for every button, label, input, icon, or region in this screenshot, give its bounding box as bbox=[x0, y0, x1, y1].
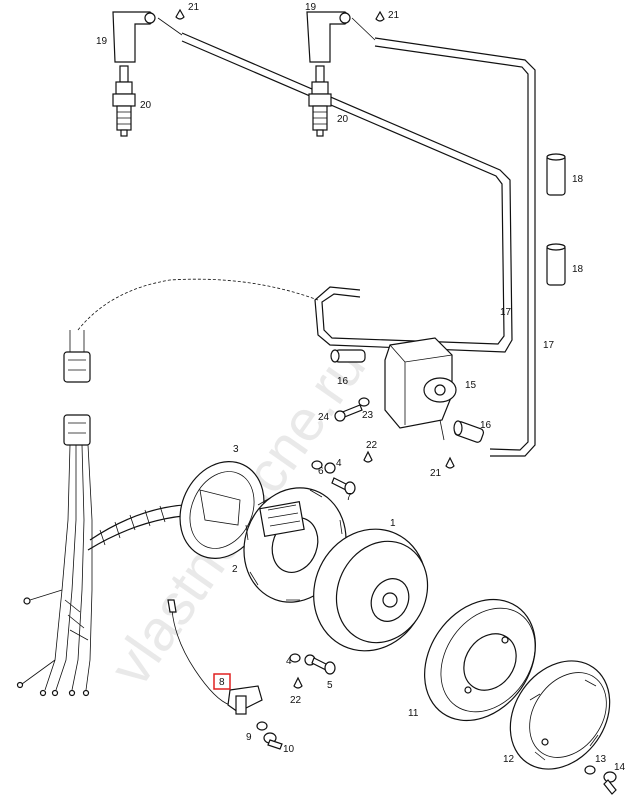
callout-21c: 21 bbox=[430, 468, 442, 479]
sleeve-18-lower bbox=[546, 243, 566, 286]
callout-labels: 21 19 19 21 20 20 18 18 17 17 16 15 24 2… bbox=[96, 2, 626, 773]
callout-4b: 4 bbox=[286, 656, 292, 667]
starter-cup-12 bbox=[509, 660, 611, 770]
callout-22a: 22 bbox=[366, 440, 378, 451]
callout-11: 11 bbox=[408, 708, 419, 719]
bolt-7 bbox=[324, 462, 356, 495]
washer-13 bbox=[584, 765, 596, 775]
callout-2: 2 bbox=[232, 564, 238, 575]
callout-20b: 20 bbox=[337, 114, 349, 125]
bolt-5 bbox=[304, 654, 336, 675]
washer-9 bbox=[256, 721, 268, 731]
callout-20a: 20 bbox=[140, 100, 152, 111]
seal-22-upper bbox=[363, 450, 373, 463]
connector-16-left bbox=[330, 349, 366, 363]
callout-13: 13 bbox=[595, 754, 607, 765]
callout-7: 7 bbox=[346, 492, 352, 503]
fan-housing-11 bbox=[424, 598, 536, 722]
callout-5: 5 bbox=[327, 680, 333, 691]
callout-9: 9 bbox=[246, 732, 252, 743]
callout-8: 8 bbox=[219, 677, 225, 688]
seal-21-left bbox=[175, 8, 185, 20]
sleeve-18-upper bbox=[546, 153, 566, 196]
highlight-box-8 bbox=[213, 673, 231, 690]
callout-14: 14 bbox=[614, 762, 626, 773]
bolt-24 bbox=[334, 404, 363, 422]
pickup-sensor-8 bbox=[167, 599, 263, 715]
bolt-10 bbox=[263, 732, 283, 750]
washer-4 bbox=[289, 653, 301, 663]
callout-12: 12 bbox=[503, 754, 515, 765]
spark-plug-cap-right-19 bbox=[306, 11, 376, 63]
callout-19a: 19 bbox=[96, 36, 108, 47]
callout-22b: 22 bbox=[290, 695, 302, 706]
spark-plug-right-20 bbox=[308, 65, 332, 137]
callout-4a: 4 bbox=[336, 458, 342, 469]
callout-17b: 17 bbox=[543, 340, 555, 351]
seal-22-lower bbox=[293, 676, 303, 689]
callout-10: 10 bbox=[283, 744, 295, 755]
connector-16-right bbox=[453, 420, 485, 443]
callout-21b: 21 bbox=[388, 10, 400, 21]
callout-3: 3 bbox=[233, 444, 239, 455]
callout-6: 6 bbox=[318, 466, 324, 477]
stator-plate-3 bbox=[179, 461, 265, 559]
callout-18a: 18 bbox=[572, 174, 584, 185]
callout-19b: 19 bbox=[305, 2, 317, 13]
washer-23 bbox=[358, 397, 370, 407]
callout-17a: 17 bbox=[500, 307, 512, 318]
callout-24: 24 bbox=[318, 412, 330, 423]
callout-18b: 18 bbox=[572, 264, 584, 275]
spark-plug-cap-left-19 bbox=[112, 11, 183, 63]
washer-6 bbox=[311, 460, 323, 470]
flywheel-1 bbox=[313, 528, 429, 652]
callout-21a: 21 bbox=[188, 2, 200, 13]
callout-16a: 16 bbox=[337, 376, 349, 387]
callout-1: 1 bbox=[390, 518, 396, 529]
callout-15: 15 bbox=[465, 380, 477, 391]
seal-21-right bbox=[375, 10, 385, 22]
spark-plug-left-20 bbox=[112, 65, 136, 137]
ignition-coil-15 bbox=[384, 337, 457, 429]
seal-21-coil bbox=[445, 456, 455, 469]
callout-16b: 16 bbox=[480, 420, 492, 431]
bolt-14 bbox=[603, 771, 617, 795]
callout-23: 23 bbox=[362, 410, 374, 421]
